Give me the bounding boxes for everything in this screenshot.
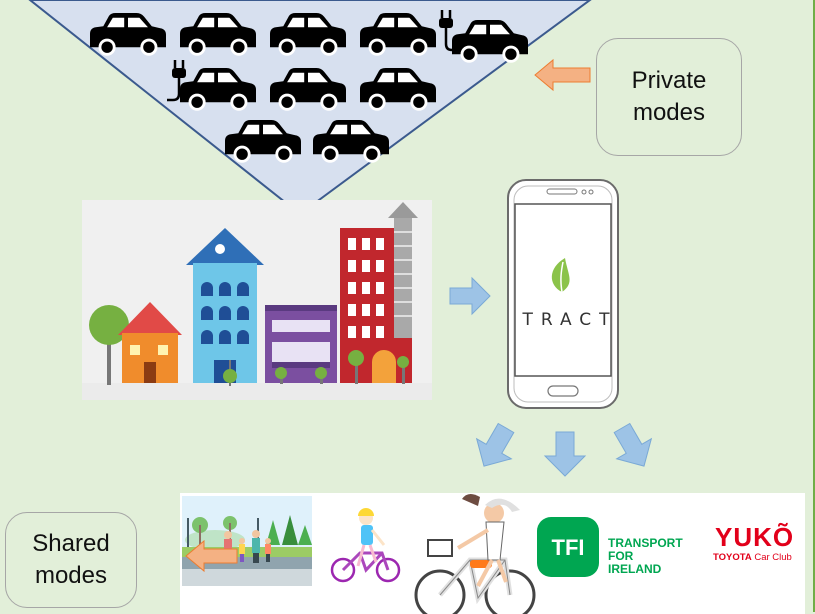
tfi-logo-mark [537,517,599,577]
arrow-down-icon [544,431,586,477]
tfi-line-1: TRANSPORT [608,536,683,550]
tfi-line-2: FOR [608,549,634,563]
arrow-right-icon [449,277,491,315]
arrow-down-icon [604,417,662,477]
smartphone [507,179,619,409]
arrow-left-icon [534,58,591,92]
arrow-down-icon [466,417,524,477]
bicycle-icon [330,508,401,583]
private-modes-funnel [28,0,592,216]
town-illustration [82,200,432,400]
leaf-icon [551,258,570,293]
private-modes-line-1: Private [631,66,707,94]
private-modes-line-2: modes [632,99,706,126]
app-name: TRACT [522,310,618,330]
shared-modes-callout: Shared modes [5,512,137,608]
shared-modes-line-1: Shared [32,529,110,557]
private-modes-callout: Private modes [596,38,742,156]
yuko-tagline: TOYOTA Car Club [713,552,792,563]
yuko-logo: YUKÕ [715,522,795,552]
arrow-right-icon [185,539,238,573]
tfi-wordmark: TRANSPORT FOR IRELAND [608,537,683,576]
bicycle-icon [414,493,536,614]
shared-modes-line-2: modes [34,562,108,589]
yuko-tagline-brand: TOYOTA [713,552,752,563]
tfi-logo-text: TFI [551,535,585,560]
walking-park-image [182,496,312,586]
yuko-tagline-rest: Car Club [751,552,792,563]
tfi-line-3: IRELAND [608,562,662,576]
